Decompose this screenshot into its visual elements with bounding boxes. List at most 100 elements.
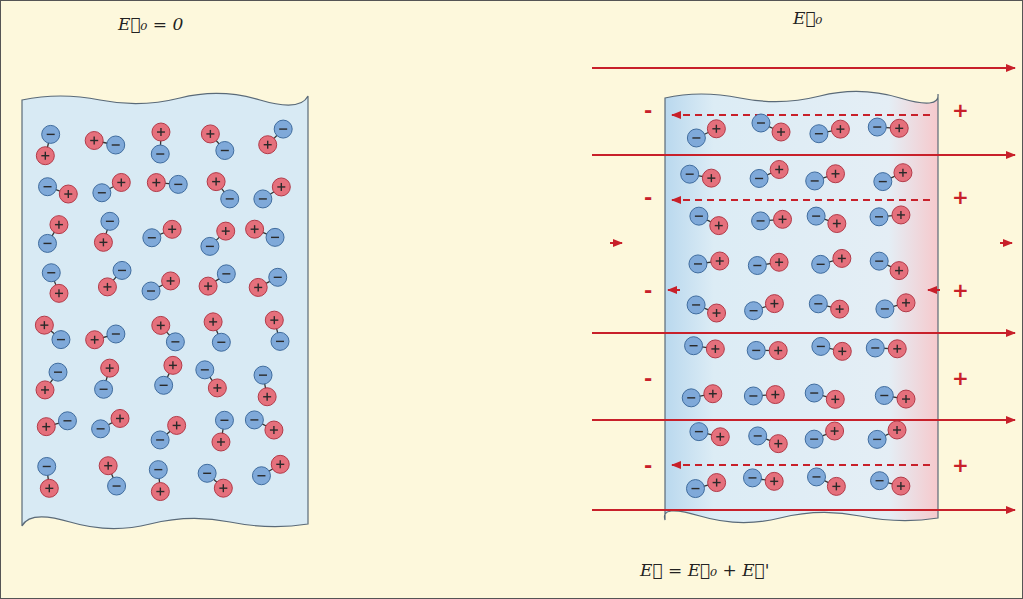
negative-charge [252,467,270,485]
dipole-molecule [201,222,235,255]
dipole-molecule [143,220,181,246]
negative-charge [107,136,125,154]
dipole-molecule [86,325,125,349]
negative-charge [143,229,161,247]
dipole-molecule [685,337,725,358]
dipole-molecule [39,178,78,203]
positive-charge [831,120,849,138]
dipole-molecule [752,114,790,141]
positive-charge [40,479,58,497]
negative-charge [690,207,708,225]
dipole-molecule [686,474,725,498]
positive-charge [35,316,53,334]
positive-charge [147,174,165,192]
positive-charge [826,390,844,408]
dipole-molecule [750,160,788,187]
positive-charge [152,316,170,334]
positive-charge [199,277,217,295]
negative-charge [747,341,765,359]
dipole-molecule [196,361,227,397]
negative-charge [871,472,889,490]
negative-charge [39,178,57,196]
negative-charge [101,212,119,230]
negative-charge [95,380,113,398]
negative-charge [93,184,111,202]
dipole-molecule [36,363,67,399]
negative-charge [876,300,894,318]
positive-charge [827,165,845,183]
positive-charge [162,272,180,290]
dielectric-slab [664,91,938,522]
negative-charge [212,333,230,351]
surface-charge-sign: + [950,100,971,120]
surface-charge-sign: + [950,368,971,388]
positive-charge [208,379,226,397]
negative-charge [254,190,272,208]
positive-charge [59,185,77,203]
positive-charge [50,284,68,302]
positive-charge [258,388,276,406]
negative-charge [108,477,126,495]
negative-charge [743,469,761,487]
dipole-molecule [875,386,915,408]
negative-charge [689,255,707,273]
dipole-molecule [809,295,848,318]
negative-charge [201,237,219,255]
positive-charge [85,132,103,150]
negative-charge [151,431,169,449]
negative-charge [875,386,893,404]
dipole-molecule [245,411,283,439]
surface-charge-sign: - [642,100,654,120]
dipole-molecule [35,316,70,348]
positive-charge [249,278,267,296]
dipole-molecule [246,220,284,246]
positive-charge [217,222,235,240]
positive-charge [706,340,724,358]
positive-charge [702,169,720,187]
negative-charge [38,234,56,252]
negative-charge [217,265,235,283]
dipole-molecule [85,132,125,154]
positive-charge [826,422,844,440]
dipole-molecule [38,457,59,497]
negative-charge [52,331,70,349]
negative-charge [149,461,167,479]
surface-charge-sign: - [642,368,654,388]
negative-charge [805,384,823,402]
positive-charge [772,123,790,141]
negative-charge [215,411,233,429]
negative-charge [807,207,825,225]
dipole-molecule [199,265,235,295]
negative-charge [38,457,56,475]
positive-charge [827,477,845,495]
surface-charge-sign: + [950,455,971,475]
negative-charge [687,296,705,314]
dipole-molecule [149,461,169,501]
negative-charge [809,295,827,313]
dipole-molecule [254,366,276,406]
negative-charge [151,145,169,163]
negative-charge [155,376,173,394]
dipole-molecule [151,123,170,163]
dipole-molecule [805,422,843,448]
positive-charge [890,262,908,280]
dipole-molecule [689,252,729,273]
positive-charge [246,220,264,238]
negative-charge [750,169,768,187]
dipole-molecule [744,386,784,405]
dipole-molecule [868,118,908,137]
negative-charge [806,172,824,190]
dipole-molecule [752,210,792,230]
dipole-molecule [876,294,915,318]
dipole-molecule [37,412,76,436]
dipole-molecule [265,311,289,350]
dipole-molecule [868,421,906,448]
surface-charge-sign: + [950,187,971,207]
negative-charge [49,363,67,381]
positive-charge [888,340,906,358]
negative-charge [810,125,828,143]
dipole-molecule [687,120,725,147]
negative-charge [868,430,886,448]
dipole-molecule [95,359,119,398]
